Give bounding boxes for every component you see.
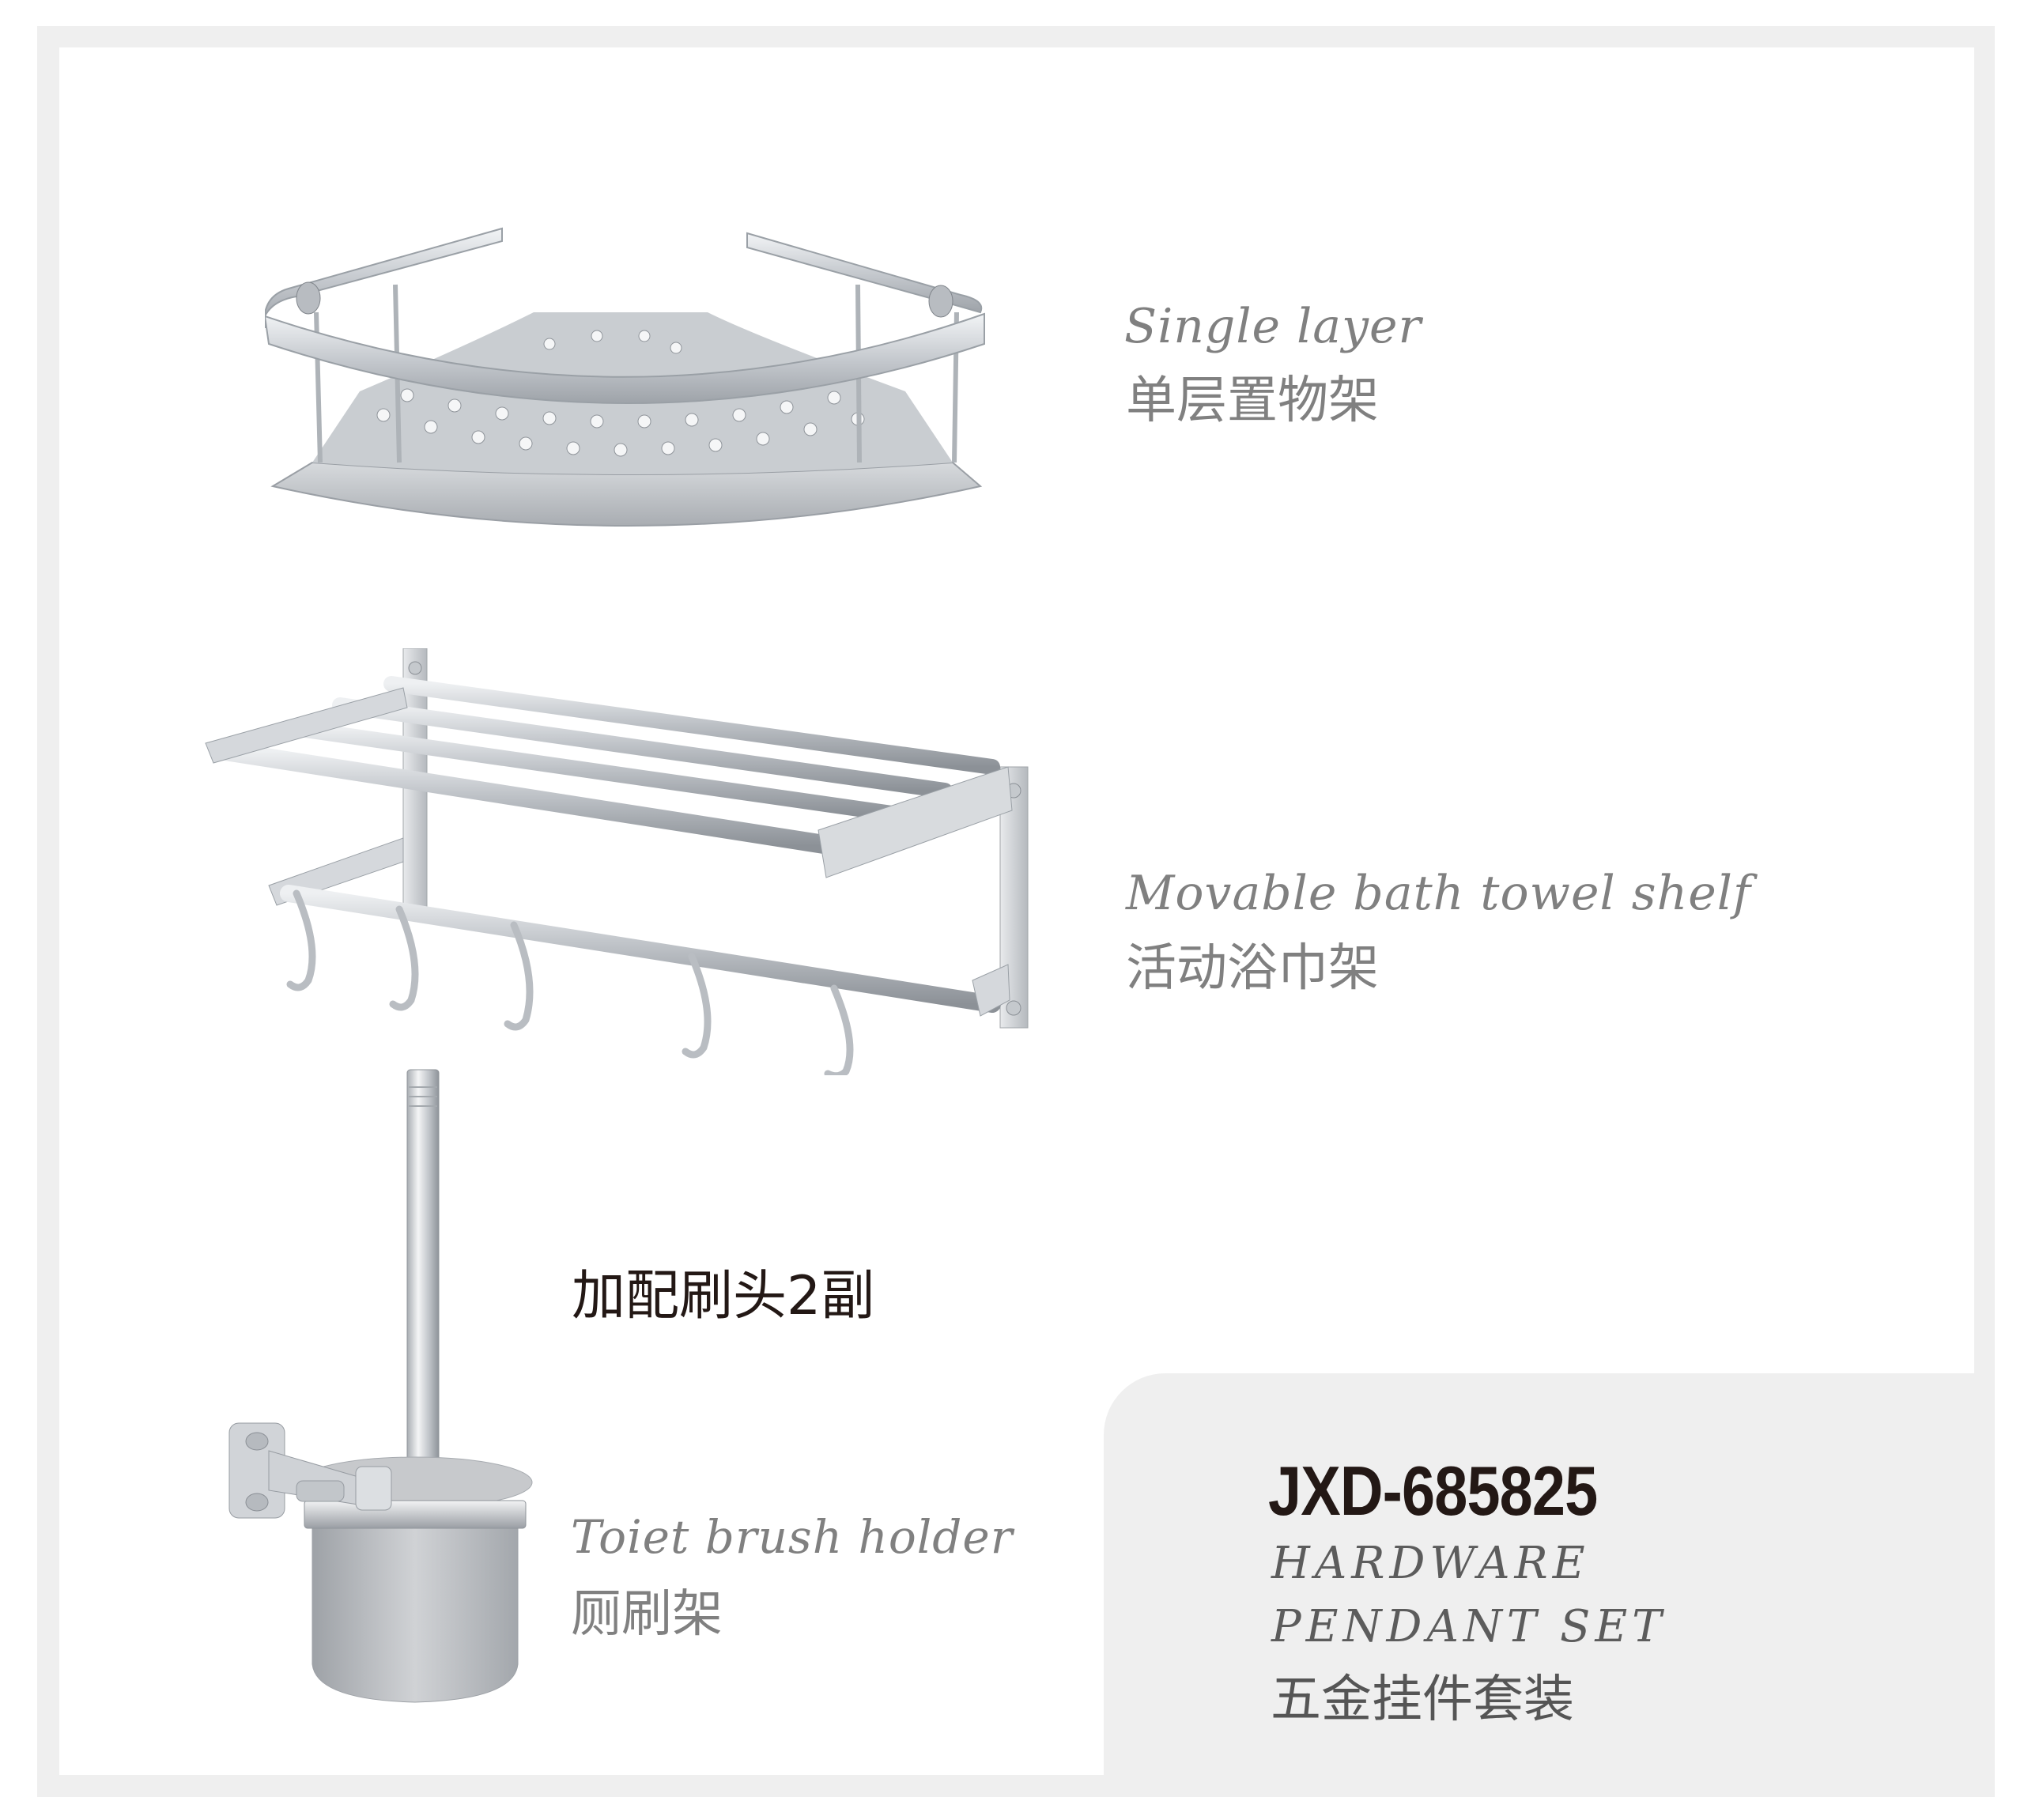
set-title-en-line2: PENDANT SET (1271, 1601, 1667, 1652)
set-title-cn: 五金挂件套装 (1271, 1671, 1574, 1729)
brush-heads-note: 加配刷头2副 (572, 1265, 875, 1327)
product-name-en: Movable bath towel shelf (1126, 866, 1752, 921)
product-name-en: Toiet brush holder (571, 1510, 1014, 1564)
product-name-en: Single layer (1124, 299, 1422, 354)
product-name-cn: 单层置物架 (1126, 372, 1379, 430)
corner-basket-shelf-image (265, 227, 985, 527)
model-info-panel (1104, 1373, 1974, 1775)
set-title-en-line1: HARDWARE (1271, 1538, 1590, 1589)
product-name-cn: 厕刷架 (571, 1585, 723, 1644)
towel-rack-image (205, 648, 1029, 1075)
model-number: JXD-685825 (1268, 1452, 1598, 1530)
toilet-brush-holder-image (228, 1069, 533, 1703)
product-name-cn: 活动浴巾架 (1126, 939, 1379, 998)
